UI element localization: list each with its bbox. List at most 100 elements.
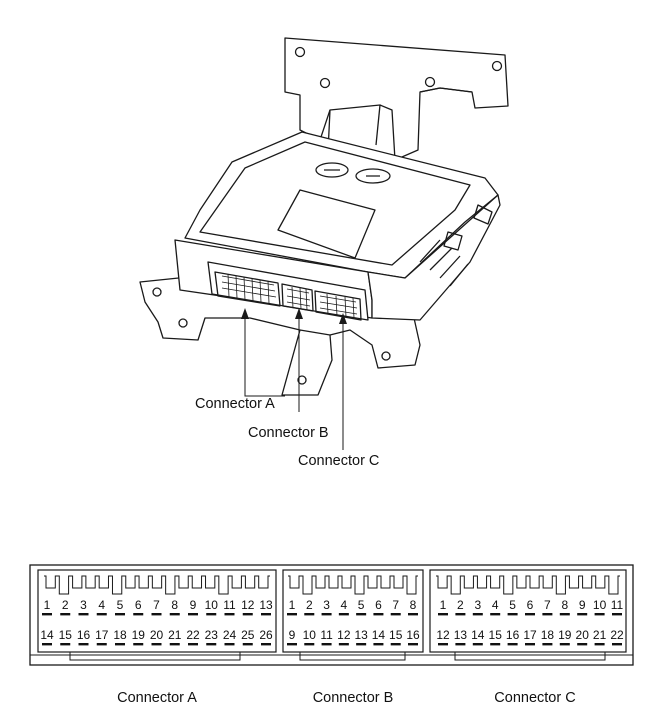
- connector-a-pin-18-terminal: [115, 643, 125, 646]
- connector-a-pin-14-terminal: [42, 643, 52, 646]
- connector-a-pin-9-terminal: [188, 613, 198, 616]
- connector-a-pin-15-terminal: [60, 643, 71, 646]
- connector-b-pin-4: 4: [341, 598, 348, 612]
- connector-b-pin-5-terminal: [356, 613, 367, 616]
- connector-b-pin-15: 15: [389, 628, 403, 642]
- connector-a-pin-19: 19: [132, 628, 146, 642]
- connector-c-pin-17-terminal: [525, 643, 535, 646]
- connector-a-pin-15: 15: [59, 628, 73, 642]
- connector-a-pin-2-terminal: [60, 613, 71, 616]
- connector-a-pin-19-terminal: [133, 643, 144, 646]
- connector-a-pin-9: 9: [190, 598, 197, 612]
- connector-c-pin-5-terminal: [507, 613, 518, 616]
- connector-c-pin-12-terminal: [438, 643, 448, 646]
- connector-c-latch-ribs: [436, 575, 620, 595]
- connector-c-pin-18: 18: [541, 628, 555, 642]
- connector-b-pin-3-terminal: [321, 613, 332, 616]
- connector-b-pin-16: 16: [406, 628, 420, 642]
- connector-a-pin-25-terminal: [242, 643, 253, 646]
- connector-a-pin-8-terminal: [169, 613, 180, 616]
- connector-c-pin-8-terminal: [559, 613, 570, 616]
- connector-c-pin-12: 12: [436, 628, 450, 642]
- connector-a-pin-11: 11: [223, 598, 236, 612]
- connector-c-pin-11-terminal: [612, 613, 622, 616]
- connector-c-pin-14-terminal: [472, 643, 483, 646]
- connector-b-pin-8-terminal: [408, 613, 418, 616]
- connector-b-pin-8: 8: [410, 598, 417, 612]
- connector-b-pin-12: 12: [337, 628, 351, 642]
- connector-b-pin-6: 6: [375, 598, 382, 612]
- connector-b-pin-1-terminal: [287, 613, 297, 616]
- connector-c-pin-21: 21: [593, 628, 607, 642]
- connector-c-pin-4: 4: [492, 598, 499, 612]
- connector-b-pin-11-terminal: [321, 643, 332, 646]
- connector-c-label: Connector C: [494, 690, 575, 706]
- callout-connector-b: Connector B: [248, 425, 329, 441]
- connector-b-pin-13: 13: [354, 628, 368, 642]
- connector-b-pin-2-terminal: [304, 613, 315, 616]
- connector-a-pin-10-terminal: [206, 613, 217, 616]
- connector-a-pin-24-terminal: [224, 643, 235, 646]
- connector-c-pin-8: 8: [561, 598, 568, 612]
- connector-c-pin-22: 22: [610, 628, 624, 642]
- connector-c-pin-10: 10: [593, 598, 607, 612]
- connector-c-pin-6: 6: [527, 598, 534, 612]
- connector-c-pin-13: 13: [454, 628, 468, 642]
- connector-a-pin-18: 18: [113, 628, 127, 642]
- connector-c-pin-15-terminal: [490, 643, 501, 646]
- connector-c-pin-17: 17: [523, 628, 537, 642]
- connector-a-pin-23-terminal: [206, 643, 217, 646]
- connector-b-pin-6-terminal: [373, 613, 384, 616]
- connector-b-pin-15-terminal: [390, 643, 401, 646]
- connector-a-pin-21-terminal: [169, 643, 180, 646]
- connector-b-pin-14-terminal: [373, 643, 384, 646]
- connector-b-pin-4-terminal: [338, 613, 349, 616]
- connector-a-pin-17-terminal: [96, 643, 107, 646]
- connector-a-pin-1: 1: [44, 598, 51, 612]
- connector-b-pin-12-terminal: [338, 643, 349, 646]
- connector-a-pin-16-terminal: [78, 643, 89, 646]
- connector-c-pin-2-terminal: [455, 613, 466, 616]
- connector-b-pin-7: 7: [392, 598, 399, 612]
- callout-connector-c: Connector C: [298, 453, 379, 469]
- connector-a-pin-20-terminal: [151, 643, 162, 646]
- connector-a-pin-14: 14: [40, 628, 54, 642]
- connector-a-pin-4-terminal: [96, 613, 107, 616]
- connector-c-pin-7: 7: [544, 598, 551, 612]
- connector-b-latch-ribs: [288, 575, 418, 595]
- connector-c-pin-14: 14: [471, 628, 485, 642]
- connector-c-pin-10-terminal: [594, 613, 605, 616]
- connector-c-pin-19: 19: [558, 628, 572, 642]
- connector-c-pin-9: 9: [579, 598, 586, 612]
- connector-a-pin-8: 8: [171, 598, 178, 612]
- connector-c-pin-1-terminal: [438, 613, 448, 616]
- connector-b-pin-11: 11: [320, 628, 333, 642]
- connector-c-pin-7-terminal: [542, 613, 553, 616]
- upper-bracket: [284, 37, 509, 161]
- connector-a-pin-7-terminal: [151, 613, 162, 616]
- connector-a-pin-13: 13: [259, 598, 273, 612]
- connector-a-pin-11-terminal: [224, 613, 235, 616]
- connector-b-pin-10: 10: [303, 628, 317, 642]
- connector-c-pin-20-terminal: [577, 643, 588, 646]
- callout-connector-a: Connector A: [195, 396, 275, 412]
- leader-arrowheads: [241, 308, 347, 324]
- connector-a-pin-16: 16: [77, 628, 91, 642]
- connector-c-pin-9-terminal: [577, 613, 588, 616]
- connector-a-pin-6-terminal: [133, 613, 144, 616]
- connector-a-pin-25: 25: [241, 628, 255, 642]
- connector-c-pin-22-terminal: [612, 643, 622, 646]
- connector-c-pin-3-terminal: [472, 613, 483, 616]
- connector-a-pin-6: 6: [135, 598, 142, 612]
- callout-leaders: [244, 318, 344, 450]
- connector-a-pin-2: 2: [62, 598, 69, 612]
- connector-c-pin-20: 20: [576, 628, 590, 642]
- connector-b-pin-9-terminal: [287, 643, 297, 646]
- connector-b-pin-14: 14: [372, 628, 386, 642]
- connector-b-pin-3: 3: [323, 598, 330, 612]
- connector-b-label: Connector B: [313, 690, 394, 706]
- connector-b-pin-13-terminal: [356, 643, 367, 646]
- connector-c-pin-13-terminal: [455, 643, 466, 646]
